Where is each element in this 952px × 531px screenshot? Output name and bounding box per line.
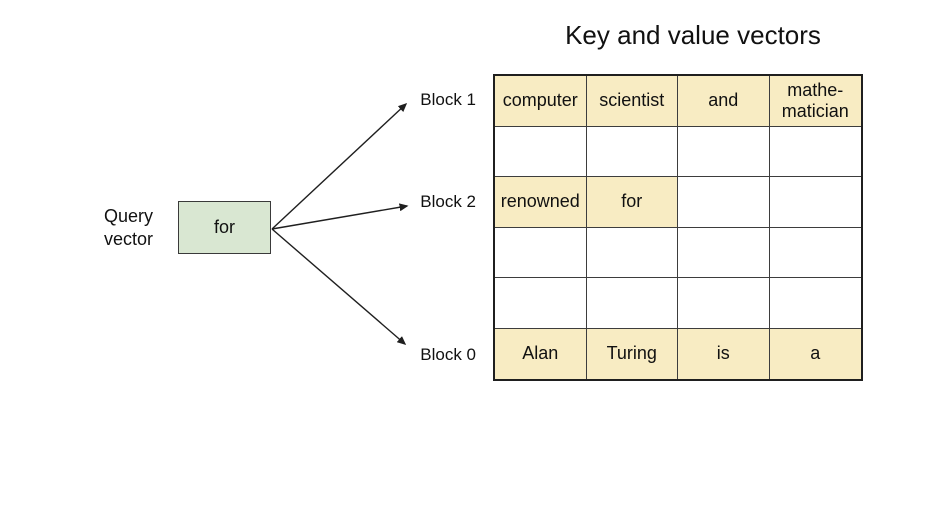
table-cell: scientist [586, 76, 678, 127]
table-cell [495, 227, 587, 278]
diagram-title: Key and value vectors [565, 20, 821, 50]
table-cell: a [769, 328, 861, 379]
query-vector-label: Query vector [104, 206, 154, 249]
table-cell [678, 177, 770, 228]
table-cell [769, 127, 861, 177]
table-cell: for [586, 177, 678, 228]
block-1-label: Block 1 [420, 90, 476, 109]
table-cell [586, 278, 678, 329]
arrow-to-block-0 [271, 228, 407, 345]
table-cell [495, 126, 587, 177]
block-0-label: Block 0 [420, 345, 476, 364]
table-cell [495, 278, 587, 329]
table-cell [769, 278, 861, 329]
table-cell: renowned [495, 177, 587, 228]
key-value-table: computer scientist and mathe- matician r… [493, 74, 863, 381]
arrow-to-block-2 [271, 203, 409, 230]
table-cell: Alan [495, 328, 587, 379]
table-cell [586, 227, 678, 278]
block-2-label: Block 2 [420, 192, 476, 211]
query-vector-box: for [178, 201, 271, 254]
table-cell [769, 228, 861, 278]
table-cell [586, 126, 678, 177]
table-cell [678, 278, 770, 329]
query-token: for [213, 217, 235, 237]
table-cell [678, 227, 770, 278]
arrow-to-block-1 [271, 102, 408, 230]
table-cell: Turing [586, 328, 678, 379]
table-cell: and [678, 76, 770, 127]
table-cell: mathe- matician [769, 76, 861, 127]
table-cell [769, 177, 861, 228]
table-cell [678, 126, 770, 177]
table-cell: is [678, 328, 770, 379]
table-cell: computer [495, 76, 587, 127]
